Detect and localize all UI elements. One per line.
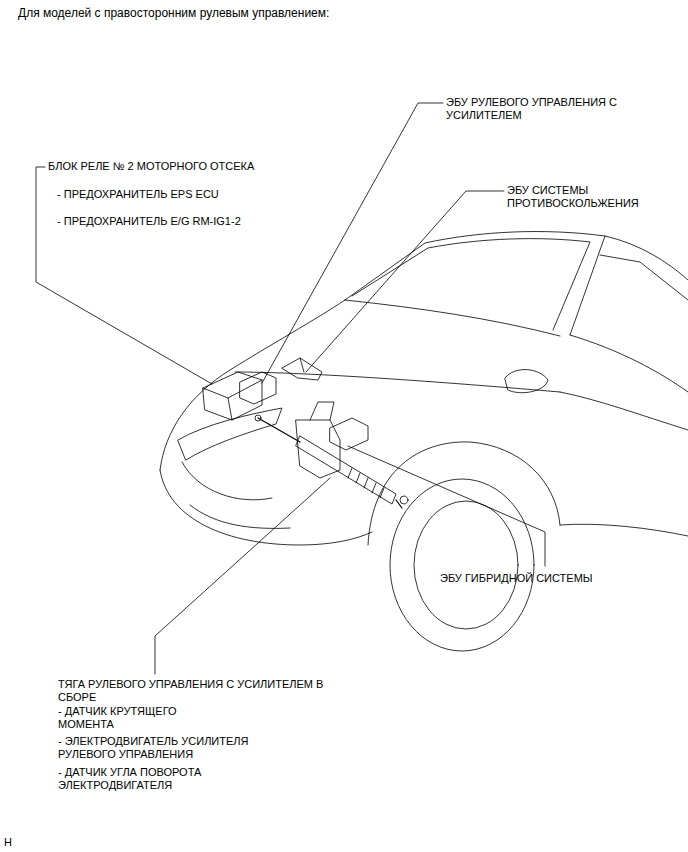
bumper [160, 470, 372, 545]
tie-rod-end [255, 415, 261, 421]
page-title: Для моделей с правосторонним рулевым упр… [18, 6, 329, 20]
callout-item: - ЭЛЕКТРОДВИГАТЕЛЬ УСИЛИТЕЛЯ РУЛЕВОГО УП… [58, 735, 273, 761]
motor [310, 402, 334, 420]
callout-label: ЭБУ ГИБРИДНОЙ СИСТЕМЫ [440, 572, 593, 585]
roof-line [345, 232, 688, 300]
leader-line [155, 478, 330, 674]
leader-line [306, 191, 504, 372]
skid-control-ecu [282, 358, 322, 380]
callout-label: ТЯГА РУЛЕВОГО УПРАВЛЕНИЯ С УСИЛИТЕЛЕМ В … [58, 678, 333, 704]
tyre [390, 479, 534, 651]
wheel-arch [368, 442, 560, 545]
relay-block-edges [203, 380, 262, 420]
grille [182, 462, 272, 500]
figure-code: H [4, 836, 12, 849]
relay-block [203, 372, 262, 420]
callout-item: - ПРЕДОХРАНИТЕЛЬ E/G RM-IG1-2 [57, 215, 241, 228]
side-window [600, 255, 688, 300]
callout-item: - ДАТЧИК КРУТЯЩЕГО МОМЕНТА [58, 705, 203, 731]
callout-label: ЭБУ РУЛЕВОГО УПРАВЛЕНИЯ С УСИЛИТЕЛЕМ [446, 96, 632, 122]
callout-label: ЭБУ СИСТЕМЫ ПРОТИВОСКОЛЬЖЕНИЯ [507, 184, 657, 210]
leader-line [348, 446, 545, 566]
windshield [352, 239, 590, 330]
cowl-line [345, 300, 560, 336]
rocker-line [560, 524, 688, 536]
a-pillar [570, 236, 605, 335]
rim [414, 501, 518, 629]
leader-line [262, 103, 443, 383]
gear-housing [296, 420, 340, 478]
headlight [178, 408, 282, 460]
callout-item: - ДАТЧИК УГЛА ПОВОРОТА ЭЛЕКТРОДВИГАТЕЛЯ [58, 766, 233, 792]
fender-line [560, 392, 688, 430]
callout-label: БЛОК РЕЛЕ № 2 МОТОРНОГО ОТСЕКА [48, 160, 254, 173]
tie-rod-end [400, 496, 408, 504]
hybrid-ecu [330, 418, 368, 450]
lower-grille [190, 505, 290, 528]
tie-rod-right [396, 500, 402, 508]
hood-right-edge [235, 372, 560, 392]
tie-rod-left [258, 418, 300, 442]
eps-ecu [240, 372, 276, 404]
steering-rack [296, 436, 396, 504]
belt-line [570, 335, 688, 392]
rack-boot [348, 468, 384, 498]
callout-item: - ПРЕДОХРАНИТЕЛЬ EPS ECU [57, 188, 219, 201]
hood-edge [160, 300, 345, 470]
